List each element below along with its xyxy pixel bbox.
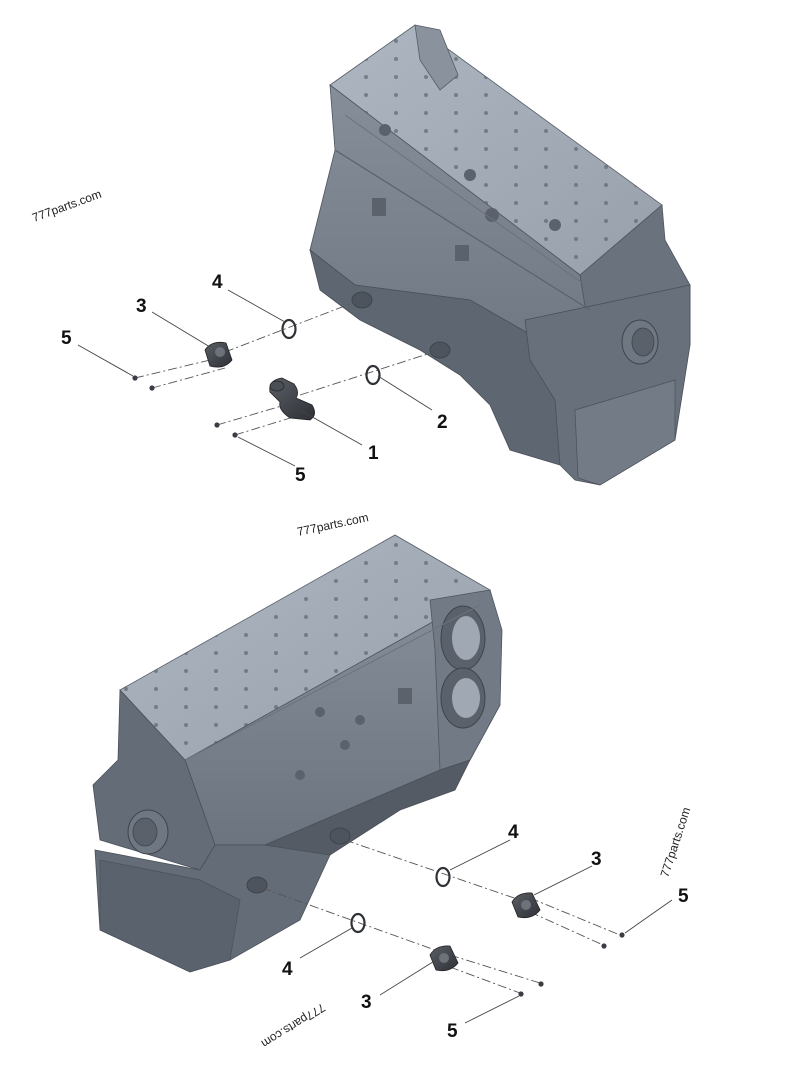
bolt-5-bottom-c [538,981,544,987]
o-ring-4-top [281,318,297,340]
callout-top-3: 3 [136,296,147,317]
bolt-5-bottom-a [619,932,625,938]
watermark-3: 777parts.com [658,805,694,878]
callout-top-1: 1 [368,443,379,464]
watermark-4: 777parts.com [259,1000,328,1050]
callout-bottom-4a: 4 [508,822,519,843]
bottom-exploded-parts [261,839,673,1024]
callout-bottom-5b: 5 [447,1021,458,1042]
cover-3-top [204,341,233,368]
bolt-5-top-a [132,375,138,381]
callout-top-5b: 5 [295,465,306,486]
callout-top-4: 4 [212,272,223,293]
callout-top-2: 2 [437,412,448,433]
bottom-callouts: 3 3 4 4 5 5 [282,822,689,1042]
cover-3-bottom-a [511,892,541,919]
bolt-5-top-d [232,432,238,438]
watermark-1: 777parts.com [30,187,103,225]
callout-bottom-4b: 4 [282,959,293,980]
cover-3-bottom-b [429,945,459,972]
o-ring-2-top [365,364,381,386]
bolt-5-bottom-b [601,943,607,949]
callout-bottom-3b: 3 [361,992,372,1013]
callout-top-5a: 5 [61,328,72,349]
o-ring-4-bottom-b [350,912,366,934]
bolt-5-top-c [214,422,220,428]
callout-bottom-5a: 5 [678,886,689,907]
top-callouts: 1 2 3 4 5 5 [61,272,448,486]
o-ring-4-bottom-a [435,866,451,888]
bolt-5-top-b [149,385,155,391]
elbow-fitting-1 [269,377,315,421]
watermark-2: 777parts.com [296,510,370,539]
bolt-5-bottom-d [518,991,524,997]
callout-bottom-3a: 3 [591,849,602,870]
top-exploded-parts [77,289,441,467]
top-engine-block [309,24,691,486]
bottom-engine-block [92,534,503,973]
